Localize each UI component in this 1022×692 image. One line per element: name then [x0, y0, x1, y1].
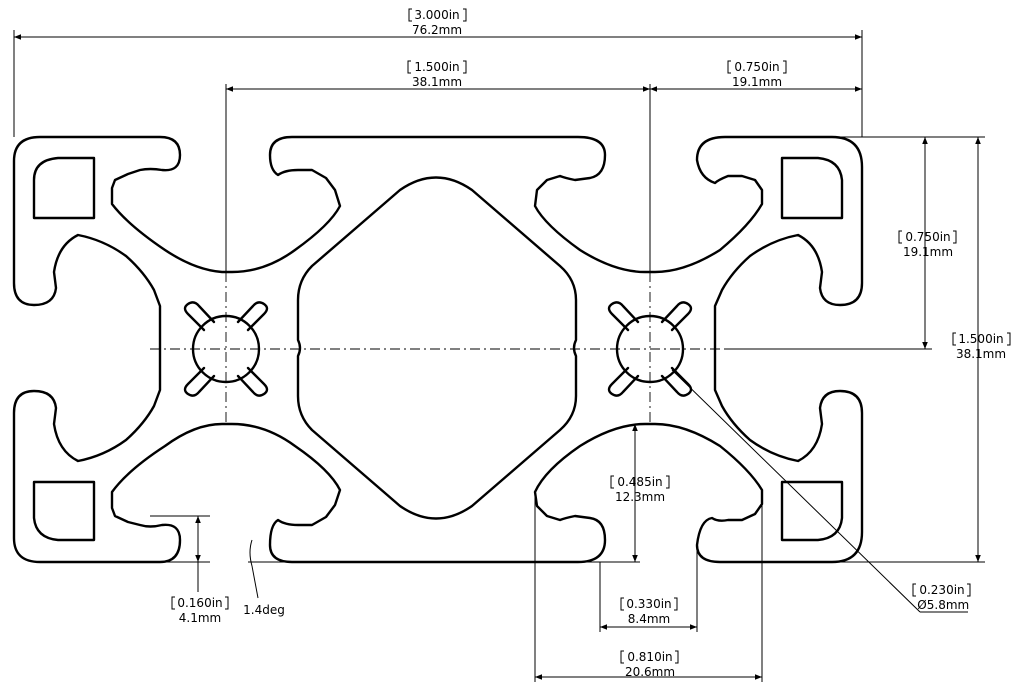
label-half-height-mm: 19.1mm — [903, 245, 953, 259]
label-overall-height-mm: 38.1mm — [956, 347, 1006, 361]
right-top-cavity — [780, 156, 844, 220]
label-center-spacing-in: 1.500in — [414, 60, 459, 74]
dim-draft-angle — [249, 539, 253, 567]
dim-bore-leader — [671, 369, 921, 613]
label-slot-width-in: 0.810in — [627, 650, 672, 664]
label-slot-opening-in: 0.330in — [626, 597, 671, 611]
label-overall-height-in: 1.500in — [958, 332, 1003, 346]
label-half-height-in: 0.750in — [905, 230, 950, 244]
label-slot-opening-mm: 8.4mm — [628, 612, 670, 626]
label-slot-depth-in: 0.485in — [617, 475, 662, 489]
left-bottom-cavity — [32, 480, 96, 542]
label-slot-depth-mm: 12.3mm — [615, 490, 665, 504]
label-bore-diameter-symbol: Ø — [917, 598, 926, 612]
label-lip-thickness-mm: 4.1mm — [179, 611, 221, 625]
label-overall-width-mm: 76.2mm — [412, 23, 462, 37]
label-bore-mm: 5.8mm — [927, 598, 969, 612]
right-bottom-cavity — [780, 480, 844, 542]
label-bore-in: 0.230in — [919, 583, 964, 597]
center-diamond-cavity — [296, 176, 578, 520]
label-edge-center-in: 0.750in — [734, 60, 779, 74]
dimension-labels: 3.000in 76.2mm 1.500in 38.1mm 0.750in 19… — [171, 8, 1011, 679]
left-top-cavity — [32, 156, 96, 220]
label-slot-width-mm: 20.6mm — [625, 665, 675, 679]
label-lip-thickness-in: 0.160in — [177, 596, 222, 610]
label-draft-angle: 1.4deg — [243, 603, 285, 617]
label-overall-width-in: 3.000in — [414, 8, 459, 22]
label-edge-center-mm: 19.1mm — [732, 75, 782, 89]
dimension-lines — [13, 30, 985, 682]
label-center-spacing-mm: 38.1mm — [412, 75, 462, 89]
